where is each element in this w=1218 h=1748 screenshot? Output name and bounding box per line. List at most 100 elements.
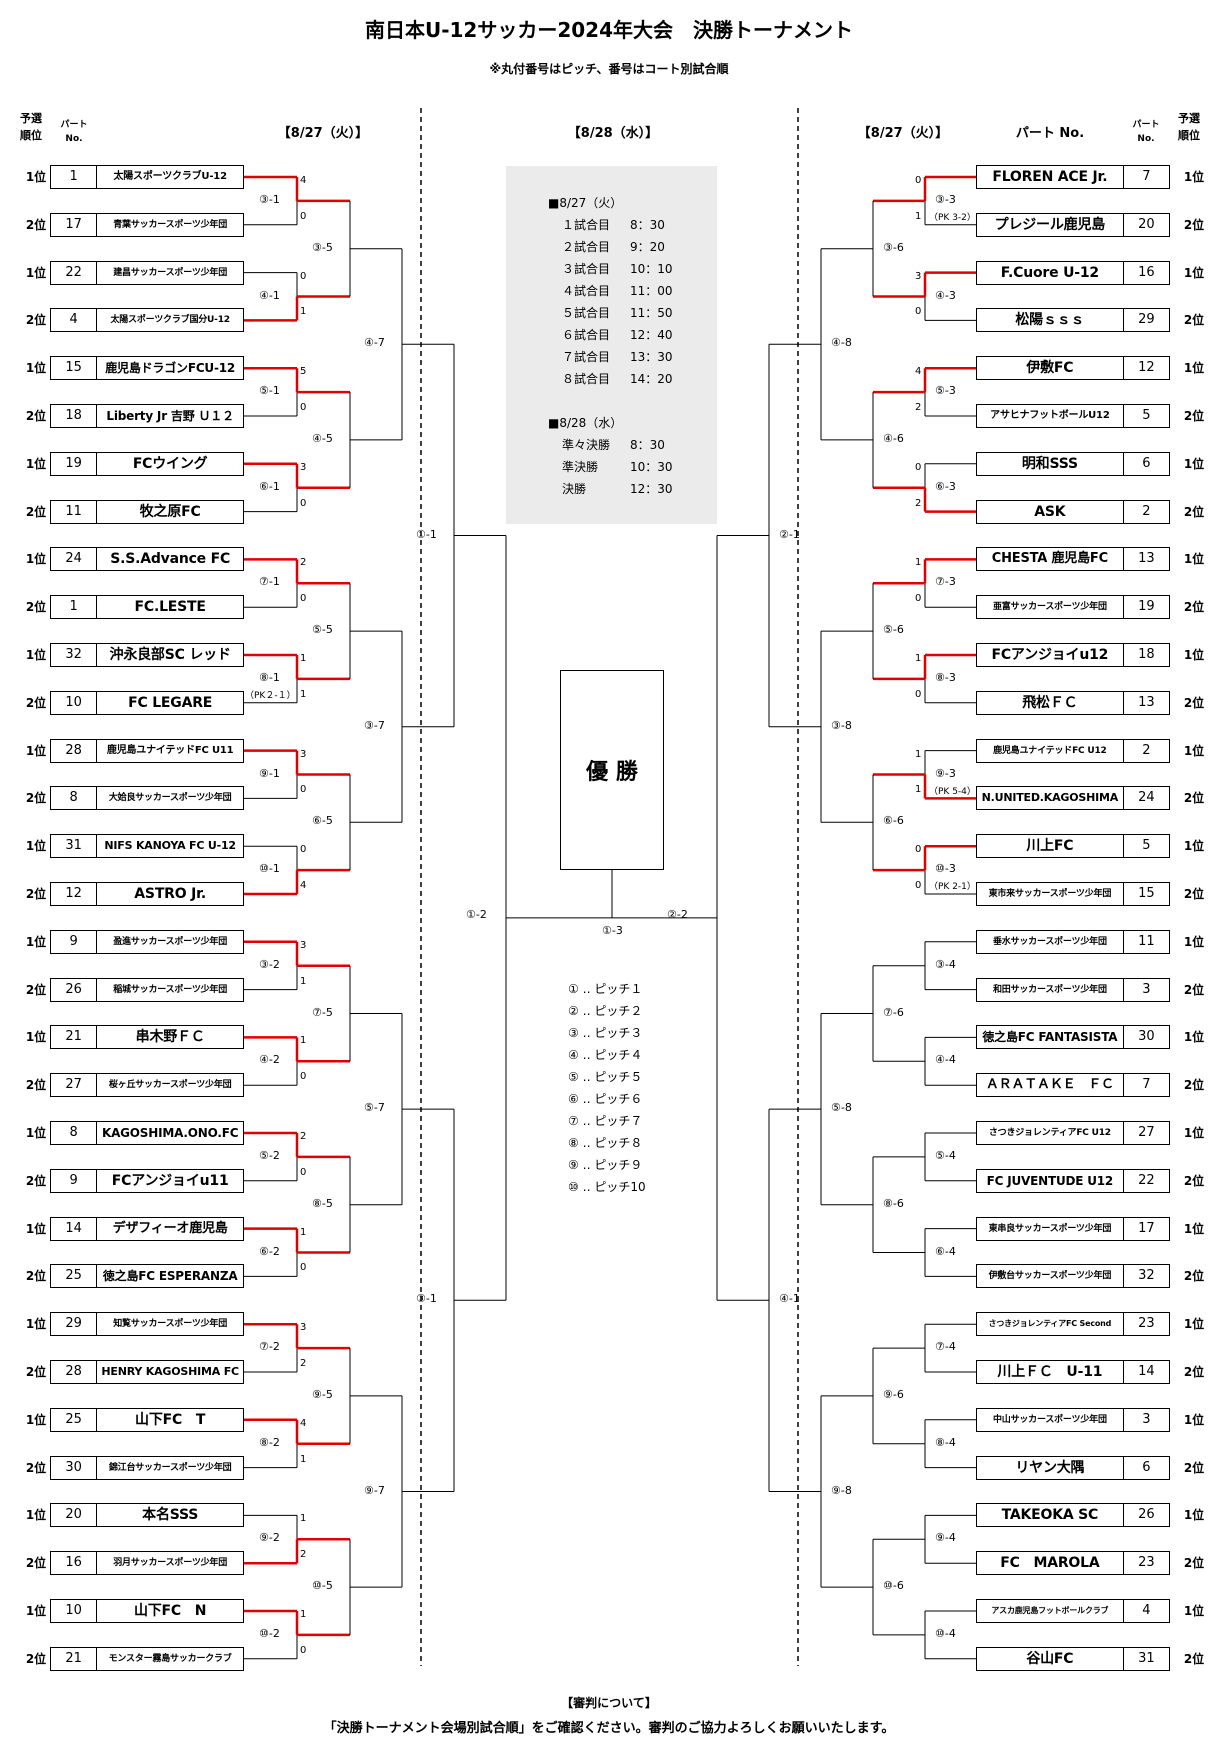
team-rank: 2位 (25, 1556, 47, 1571)
team-name: 中山サッカースポーツ少年団 (992, 1414, 1107, 1425)
r1-score: 0 (300, 1166, 307, 1178)
schedule-game-label: ２試合目 (562, 240, 611, 254)
schedule-time: 12：40 (630, 328, 673, 342)
team-name: 大姶良サッカースポーツ少年団 (108, 793, 232, 804)
page-title: 南日本U-12サッカー2024年大会 決勝トーナメント (364, 18, 854, 42)
team-part-no: 26 (1122, 1504, 1169, 1527)
team-rank: 1位 (1183, 265, 1205, 280)
r2-match-label: ⑩-5 (312, 1579, 333, 1593)
pitch-legend-item: ② ‥ ピッチ２ (568, 1004, 643, 1018)
team-part-no: 29 (51, 1313, 98, 1336)
r1-pk-note: （PK 2-1） (929, 882, 976, 893)
team-name: FC JUVENTUDE U12 (986, 1173, 1114, 1188)
team-rank: 2位 (1183, 1173, 1205, 1188)
schedule-game-label: ７試合目 (562, 350, 611, 364)
r1-match-label: ③-3 (935, 192, 956, 206)
r1-score: 1 (300, 688, 307, 700)
qf-match-label: ②-1 (779, 527, 800, 541)
team-name: 稲城サッカースポーツ少年団 (113, 984, 228, 995)
r1-score: 3 (300, 461, 307, 473)
team-rank: 2位 (1183, 695, 1205, 710)
r1-score: 0 (915, 593, 922, 605)
team-rank: 2位 (25, 791, 47, 806)
schedule-game-label: ６試合目 (562, 328, 611, 342)
team-name: 桜ヶ丘サッカースポーツ少年団 (108, 1080, 232, 1091)
team-name: 伊敷FC (1026, 360, 1074, 377)
team-part-no: 16 (51, 1552, 98, 1575)
r1-match-label: ⑨-4 (935, 1531, 956, 1545)
r1-match-label: ⑧-1 (259, 670, 280, 684)
r1-score: 0 (915, 461, 922, 473)
r2-match-label: ⑧-5 (312, 1196, 333, 1210)
team-part-no: 25 (51, 1265, 98, 1288)
part-header-right: パート No. (1124, 118, 1168, 146)
schedule-round-label: 準決勝 (562, 460, 599, 474)
team-part-no: 30 (51, 1456, 98, 1479)
team-name: FC.LESTE (134, 599, 206, 616)
r1-match-label: ③-2 (259, 957, 280, 971)
team-name: 徳之島FC ESPERANZA (102, 1269, 238, 1284)
team-rank: 2位 (25, 1173, 47, 1188)
team-rank: 1位 (1183, 1508, 1205, 1523)
rank-header-text: 予選 順位 (20, 112, 42, 142)
team-rank: 2位 (1183, 600, 1205, 615)
team-rank: 2位 (1183, 1651, 1205, 1666)
team-rank: 2位 (25, 600, 47, 615)
team-rank: 1位 (1183, 361, 1205, 376)
team-name: 本名SSS (142, 1507, 199, 1524)
r1-score: 1 (915, 557, 922, 569)
team-part-no: 6 (1122, 1456, 1169, 1479)
champion-label: 優 勝 (586, 760, 638, 785)
r1-pk-note: （PK２-１） (245, 690, 296, 701)
team-rank: 1位 (25, 361, 47, 376)
team-part-no: 8 (51, 1122, 98, 1144)
pitch-legend-item: ① ‥ ピッチ１ (568, 982, 643, 996)
team-name: モンスター霧島サッカークラブ (108, 1653, 232, 1664)
team-rank: 2位 (25, 1078, 47, 1093)
r1-score: 4 (300, 175, 307, 186)
r1-score: 4 (300, 1417, 307, 1429)
team-rank: 1位 (1183, 1221, 1205, 1236)
schedule-time: 11：50 (630, 306, 673, 320)
schedule-time: 12：30 (630, 482, 673, 496)
team-name: NIFS KANOYA FC U-12 (104, 839, 236, 853)
schedule-time: 10：10 (630, 262, 673, 276)
team-part-no: 11 (51, 500, 98, 523)
team-rank: 1位 (25, 1508, 47, 1523)
schedule-day1-title: ■8/27（火） (548, 196, 623, 210)
team-name: 山下FC N (133, 1603, 207, 1619)
team-name: さつきジョレンティアFC U12 (988, 1128, 1111, 1138)
team-name: 建昌サッカースポーツ少年団 (113, 267, 228, 278)
team-name: FCアンジョイu11 (111, 1172, 229, 1189)
r1-match-label: ④-1 (259, 288, 280, 302)
team-name: FC MAROLA (1000, 1555, 1100, 1572)
team-rank: 1位 (25, 743, 47, 758)
team-rank: 2位 (1183, 1078, 1205, 1093)
team-rank: 2位 (1183, 982, 1205, 997)
team-rank: 2位 (25, 982, 47, 997)
team-name: 鹿児島ユナイテッドFC U12 (993, 745, 1107, 756)
team-rank: 1位 (1183, 552, 1205, 567)
team-rank: 2位 (25, 1269, 47, 1284)
team-part-no: 11 (1122, 930, 1169, 953)
team-part-no: 10 (51, 1600, 98, 1622)
part-header-text: パート No. (1132, 120, 1160, 144)
r1-score: 0 (300, 844, 307, 856)
team-part-no: 20 (51, 1504, 98, 1527)
team-name: KAGOSHIMA.ONO.FC (101, 1126, 239, 1140)
team-rank: 1位 (25, 552, 47, 567)
team-name: 青葉サッカースポーツ少年団 (113, 219, 228, 230)
r1-match-label: ⑩-2 (259, 1626, 280, 1640)
r1-score: 2 (300, 1358, 307, 1369)
qf-match-label: ①-1 (416, 527, 437, 541)
